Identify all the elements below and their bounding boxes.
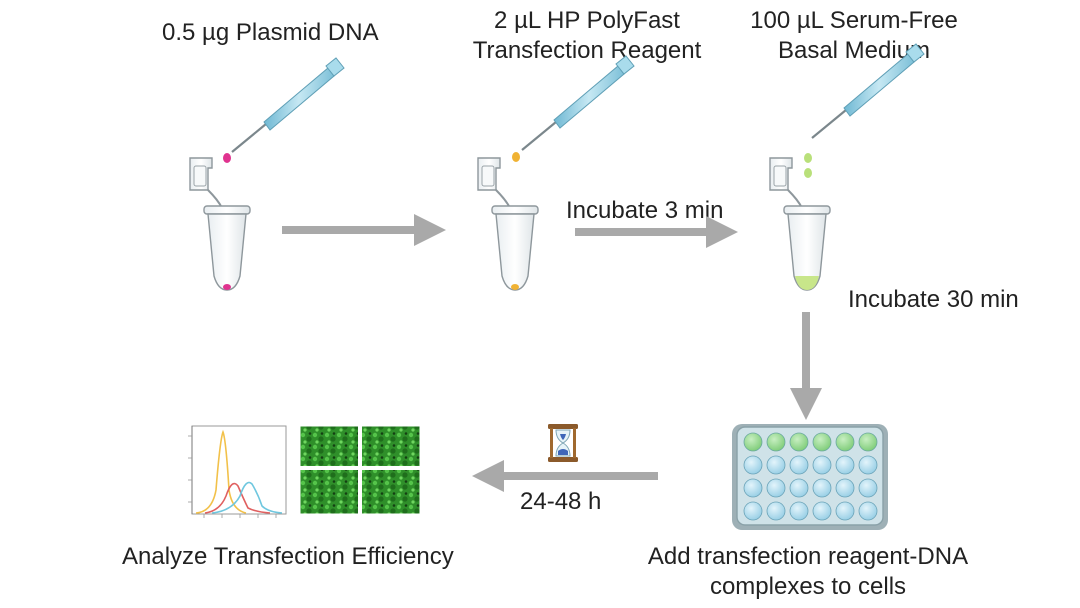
tube-reagent (477, 157, 539, 291)
add-complexes-label: Add transfection reagent-DNA complexes t… (628, 542, 988, 602)
step2-label: 2 µL HP PolyFast Transfection Reagent (462, 6, 712, 66)
pipette-plasmid (230, 56, 346, 154)
incubate-30min-label: Incubate 30 min (848, 286, 1019, 313)
step2-label-line1: 2 µL HP PolyFast (494, 7, 680, 34)
well-plate (732, 424, 888, 530)
incubate-3min-label: Incubate 3 min (566, 197, 724, 224)
analyze-label: Analyze Transfection Efficiency (122, 543, 454, 570)
step2-label-line2: Transfection Reagent (472, 37, 702, 64)
add-complexes-line2: complexes to cells (709, 573, 907, 600)
histogram-plot (188, 425, 287, 518)
medium-drop-2 (804, 168, 812, 178)
step1-label: 0.5 µg Plasmid DNA (162, 19, 379, 46)
reagent-drop (512, 152, 520, 162)
plasmid-drop (223, 153, 231, 163)
tube-medium (769, 157, 831, 291)
pipette-reagent (520, 54, 636, 152)
tube-plasmid (189, 157, 251, 291)
medium-drop-1 (804, 153, 812, 163)
pipette-medium (810, 42, 926, 140)
step3-label-line1: 100 µL Serum-Free (750, 7, 958, 34)
micrograph-grid (299, 425, 421, 515)
add-complexes-line1: Add transfection reagent-DNA (647, 543, 969, 570)
duration-label: 24-48 h (520, 488, 602, 515)
hourglass-icon (548, 424, 578, 462)
